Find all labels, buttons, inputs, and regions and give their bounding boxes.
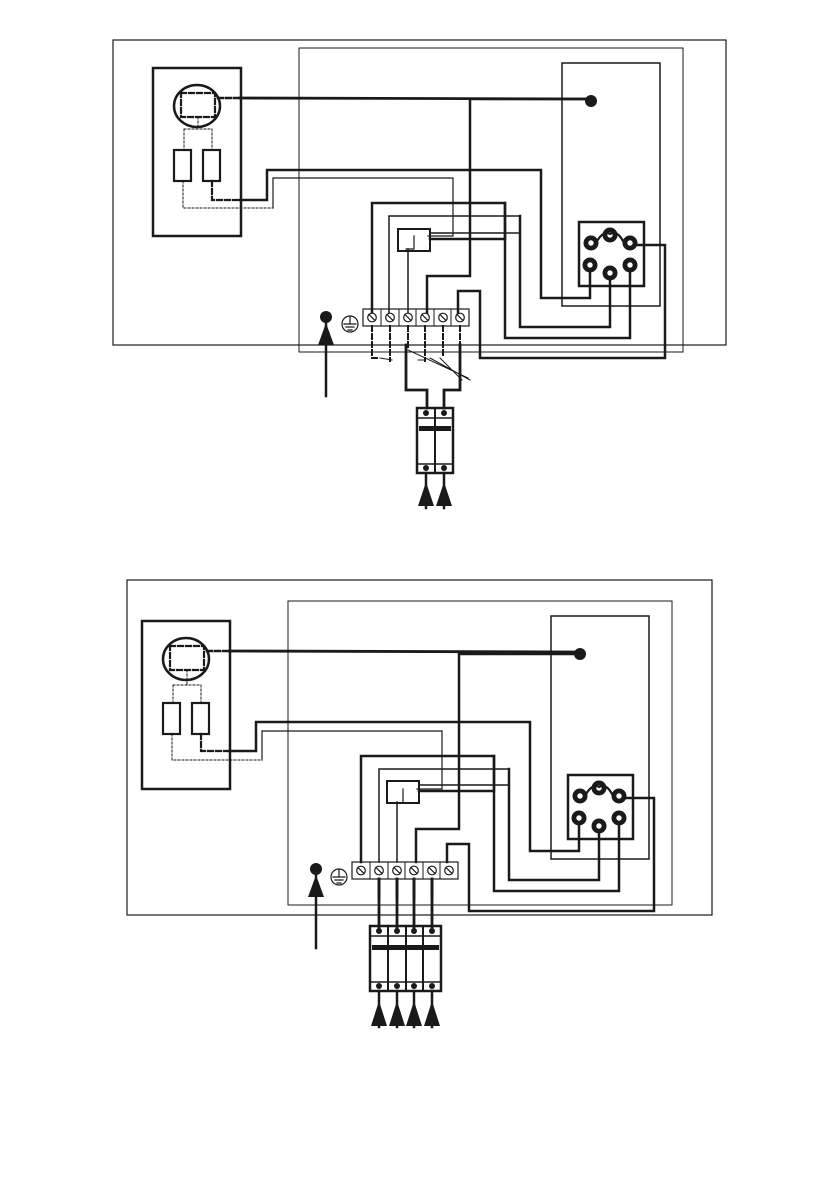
wiring-diagram-1 [113,40,726,508]
mains-supply-arrows [371,991,440,1027]
switch-contact-right [203,150,220,181]
terminal-strip [363,309,469,326]
outer-enclosure [127,580,712,915]
thermostat-control-panel [153,68,273,236]
earth-ground-icon [342,316,358,332]
switch-contact-left [163,703,180,734]
switch-contact-right [192,703,209,734]
thermostat-control-panel [142,621,262,789]
earth-ground-icon [331,869,347,885]
circuit-breaker-4-pole [370,926,441,991]
mains-supply-arrows [418,473,452,508]
sensor-bulb [585,95,597,107]
earth-supply-arrow [318,311,334,396]
switch-contact-left [174,150,191,181]
wiring-diagram-2 [127,580,712,1027]
terminal-strip [352,862,458,879]
circuit-breaker-2-pole [417,408,453,473]
